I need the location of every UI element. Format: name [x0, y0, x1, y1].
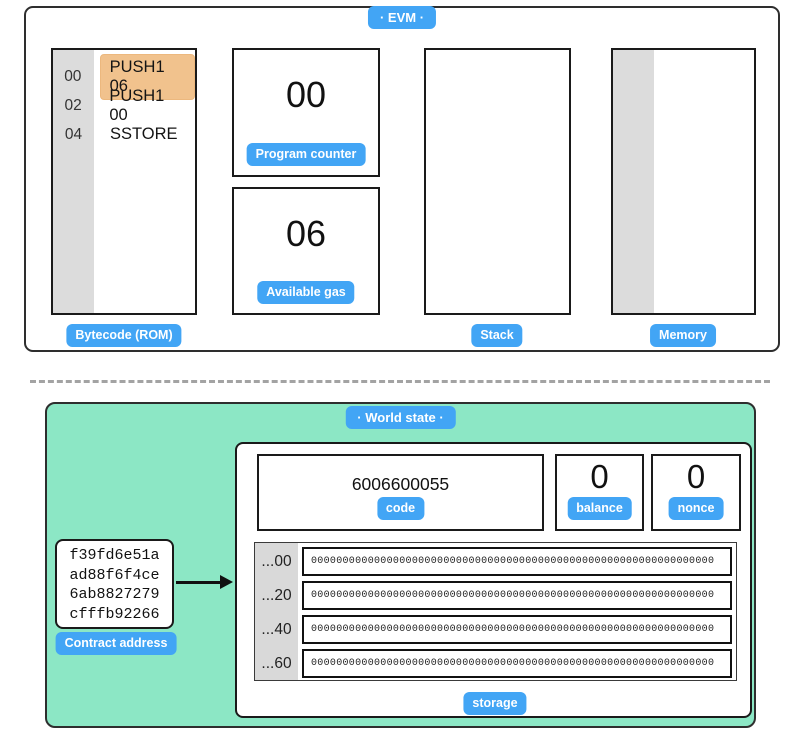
bytecode-offset: 02 — [64, 96, 82, 114]
bytecode-offset-gutter — [53, 50, 94, 313]
section-divider — [30, 380, 770, 383]
contract-address-box: f39fd6e51a ad88f6f4ce 6ab8827279 cfffb92… — [55, 539, 174, 629]
contract-to-account-arrow — [176, 581, 222, 584]
contract-address-line: f39fd6e51a — [69, 547, 160, 564]
stack-label: Stack — [471, 324, 523, 347]
storage-rows: ...00 0000000000000000000000000000000000… — [255, 543, 736, 682]
storage-row: ...60 0000000000000000000000000000000000… — [255, 649, 736, 678]
nonce-label: nonce — [668, 497, 724, 520]
balance-value: 0 — [590, 458, 609, 495]
available-gas-value: 06 — [285, 213, 327, 254]
storage-offset-gutter — [255, 543, 298, 680]
program-counter-label: Program counter — [246, 143, 366, 166]
contract-address-line: 6ab8827279 — [69, 586, 160, 603]
contract-address-label: Contract address — [55, 632, 177, 655]
bytecode-instruction: PUSH1 06 — [99, 53, 195, 100]
contract-address-line: ad88f6f4ce — [69, 566, 160, 584]
storage-box: ...00 0000000000000000000000000000000000… — [254, 542, 737, 681]
available-gas-label: Available gas — [257, 281, 355, 304]
code-label: code — [376, 497, 425, 520]
nonce-box: 0 nonce — [651, 454, 741, 531]
memory-box — [611, 48, 756, 315]
nonce-value: 0 — [686, 458, 706, 495]
storage-row: ...20 0000000000000000000000000000000000… — [255, 581, 736, 610]
balance-label: balance — [567, 497, 632, 520]
storage-offset: ...40 — [261, 620, 292, 638]
world-state-title-badge: · World state · — [345, 406, 456, 429]
storage-label: storage — [463, 692, 527, 715]
bytecode-rom-label: Bytecode (ROM) — [66, 324, 182, 347]
bytecode-row: 02 PUSH1 00 — [53, 87, 195, 124]
code-box: 6006600055 code — [257, 454, 544, 531]
stack-box — [424, 48, 571, 315]
bytecode-offset: 04 — [64, 125, 83, 143]
evm-panel: · EVM · 00 PUSH1 06 02 PUSH1 00 04 SSTOR… — [24, 6, 780, 352]
bytecode-rows: 00 PUSH1 06 02 PUSH1 00 04 SSTORE — [53, 53, 195, 149]
memory-offset-gutter — [613, 50, 654, 313]
bytecode-row: 04 SSTORE — [53, 120, 195, 149]
program-counter-box: 00 Program counter — [232, 48, 380, 177]
program-counter-value: 00 — [285, 74, 327, 115]
bytecode-instruction: SSTORE — [110, 125, 178, 143]
storage-value: 0000000000000000000000000000000000000000… — [302, 615, 732, 644]
storage-offset: ...20 — [261, 586, 292, 604]
storage-value: 0000000000000000000000000000000000000000… — [302, 649, 732, 678]
storage-offset: ...00 — [261, 552, 292, 570]
bytecode-rom-panel: 00 PUSH1 06 02 PUSH1 00 04 SSTORE — [51, 48, 197, 315]
storage-row: ...40 0000000000000000000000000000000000… — [255, 615, 736, 644]
storage-offset: ...60 — [261, 654, 292, 672]
storage-row: ...00 0000000000000000000000000000000000… — [255, 547, 736, 576]
code-value: 6006600055 — [351, 474, 450, 494]
world-state-panel: · World state · f39fd6e51a ad88f6f4ce 6a… — [45, 402, 756, 728]
bytecode-offset: 00 — [64, 67, 82, 85]
contract-address-line: cfffb92266 — [69, 605, 160, 623]
account-panel: 6006600055 code 0 balance 0 nonce ...00 … — [235, 442, 752, 718]
balance-box: 0 balance — [555, 454, 644, 531]
available-gas-box: 06 Available gas — [232, 187, 380, 315]
evm-title-badge: · EVM · — [367, 6, 437, 29]
storage-value: 0000000000000000000000000000000000000000… — [302, 581, 732, 610]
bytecode-row-current: 00 PUSH1 06 — [53, 53, 195, 100]
bytecode-instruction: PUSH1 00 — [109, 86, 165, 124]
storage-value: 0000000000000000000000000000000000000000… — [302, 547, 732, 576]
arrow-head-icon — [220, 574, 233, 589]
memory-label: Memory — [650, 324, 716, 347]
